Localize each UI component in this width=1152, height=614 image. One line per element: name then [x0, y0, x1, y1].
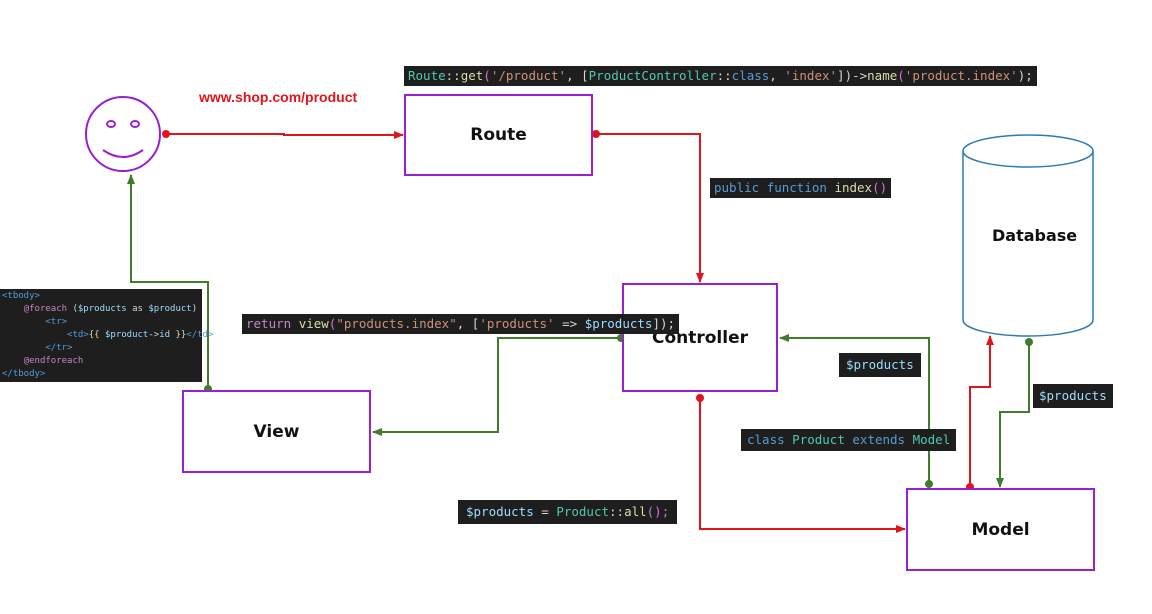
arrow-route-to-controller [592, 130, 704, 283]
controller-method-code: public function index() [710, 178, 892, 198]
request-url-label: www.shop.com/product [199, 89, 358, 105]
arrow-model-to-database [966, 335, 994, 491]
model-class-code: class Product extends Model [741, 429, 957, 451]
model-label: Model [971, 519, 1030, 540]
database-label: Database [992, 226, 1078, 245]
database-cylinder [962, 134, 1094, 337]
products-to-controller-code: $products [839, 353, 921, 377]
arrow-controller-to-model [696, 394, 906, 533]
view-label: View [253, 421, 300, 442]
user-smiley-icon [85, 96, 161, 172]
blade-template-code: <tbody> @foreach ($products as $product)… [0, 289, 213, 382]
products-from-database-code: $products [1033, 384, 1113, 408]
arrow-user-to-route [162, 130, 404, 139]
route-label: Route [470, 125, 527, 145]
controller-box: Controller [622, 283, 778, 392]
route-definition-code: Route::get('/product', [ProductControlle… [404, 66, 1037, 86]
route-box: Route [404, 94, 593, 176]
arrow-database-to-model [996, 338, 1033, 488]
view-box: View [182, 390, 371, 473]
model-box: Model [906, 488, 1095, 571]
arrow-controller-to-view [372, 334, 625, 436]
products-all-code: $products = Product::all(); [458, 500, 678, 524]
return-view-code: return view("products.index", ['products… [242, 314, 680, 334]
